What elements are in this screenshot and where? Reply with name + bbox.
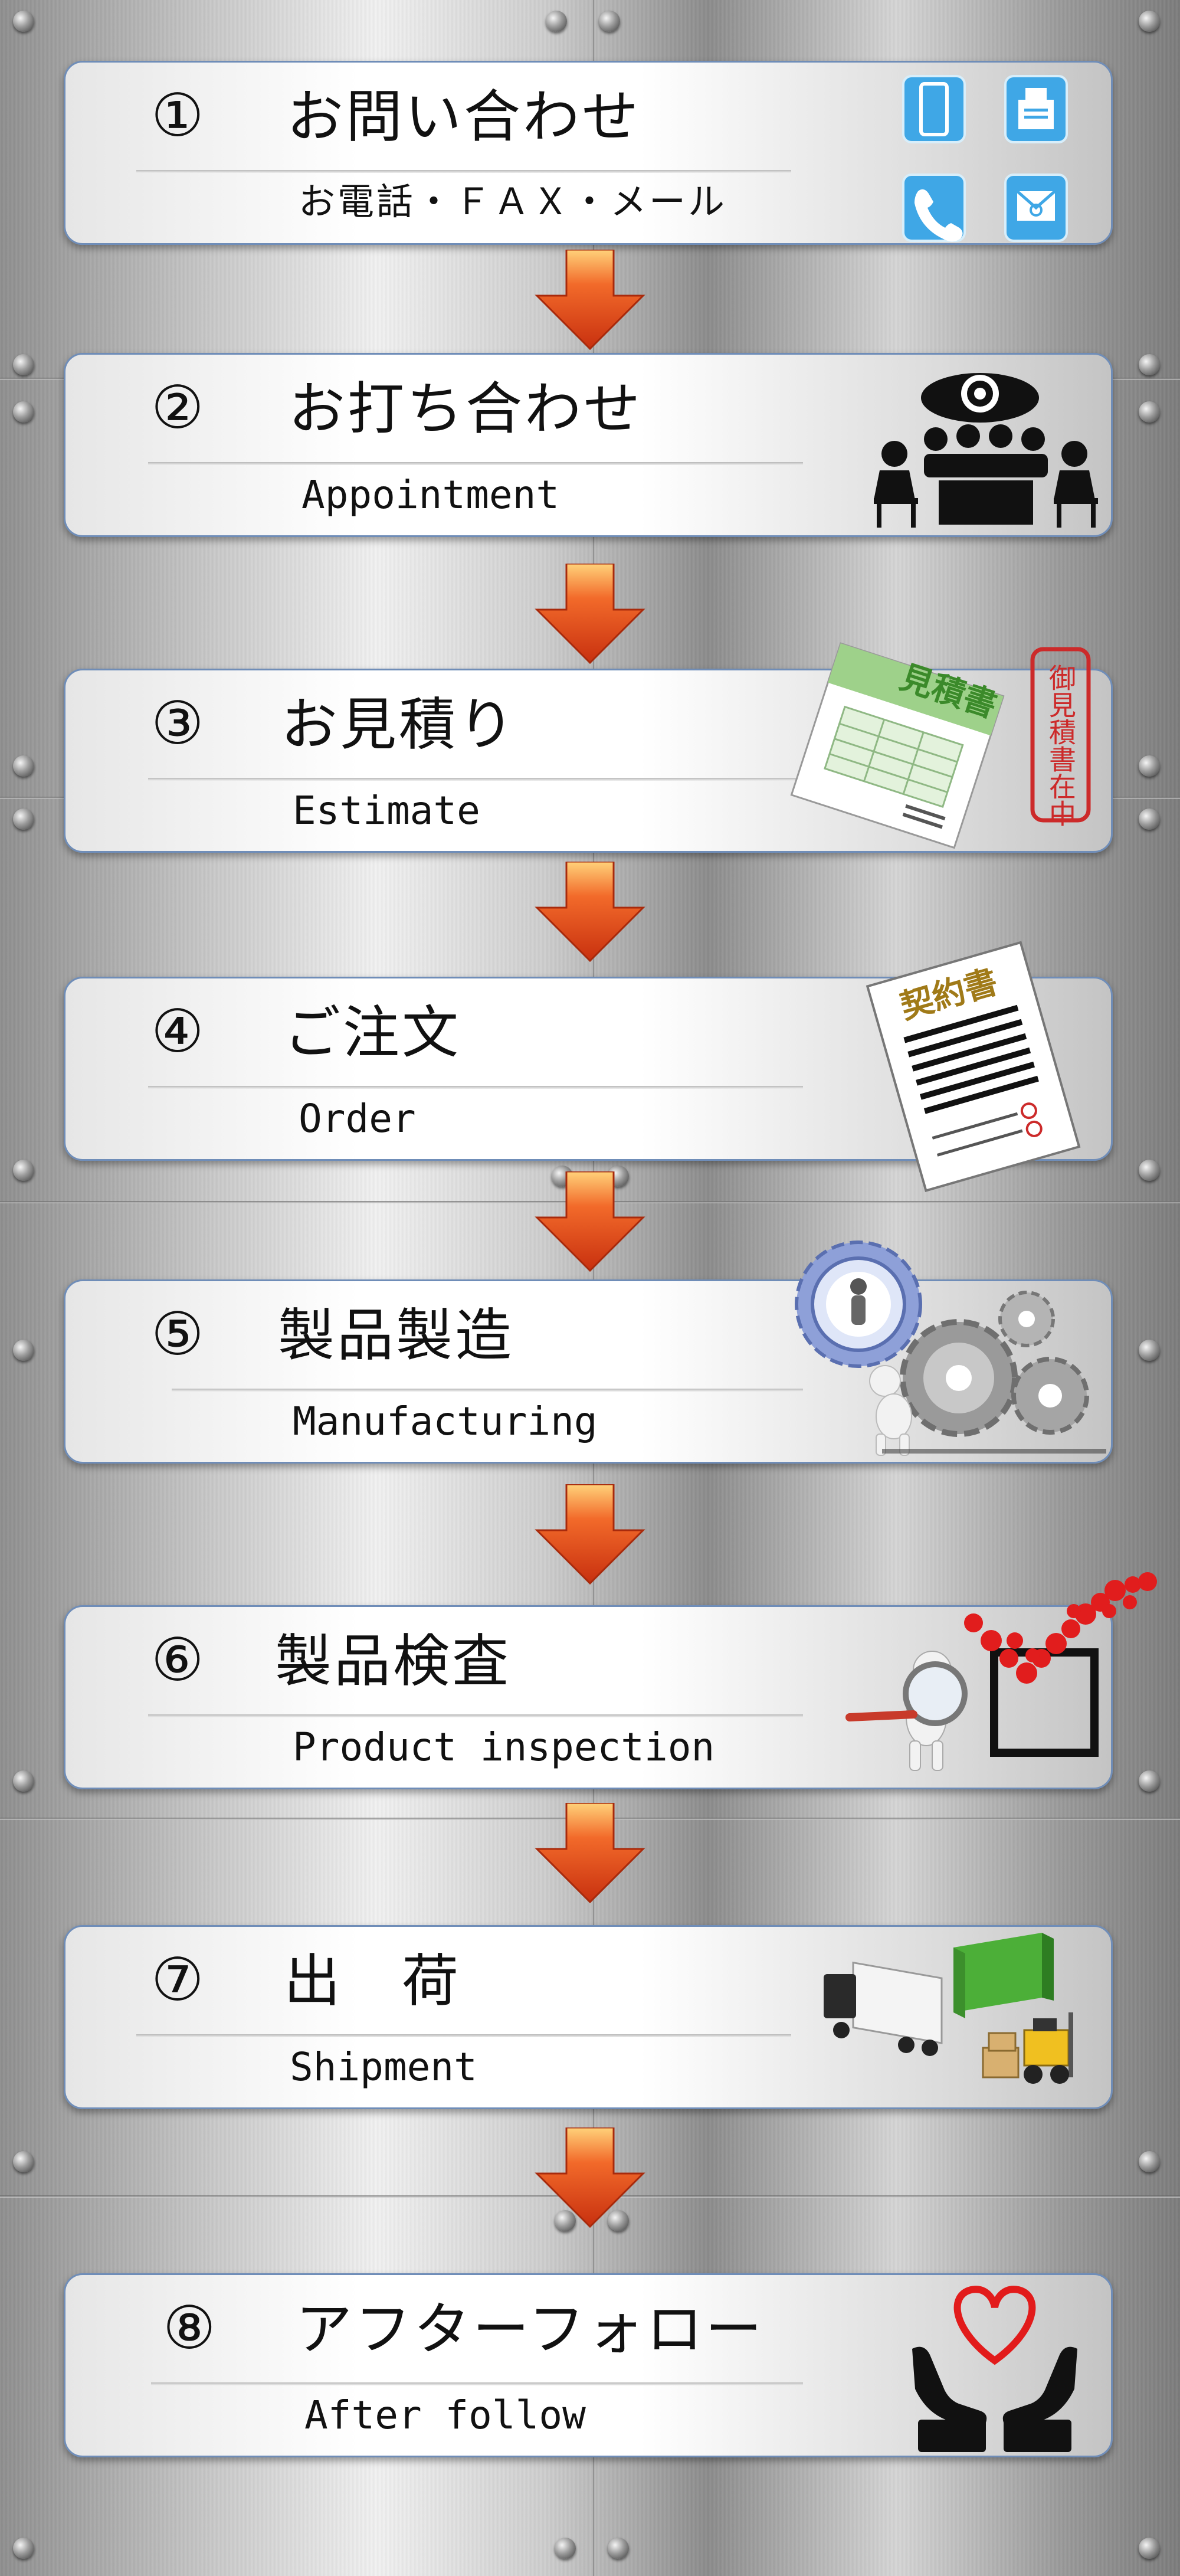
step-number: ⑦ [151, 1945, 204, 2014]
next-step-arrow [535, 564, 645, 664]
step-card-shipment: ⑦ 出 荷 Shipment [64, 1925, 1113, 2109]
step-number: ③ [151, 689, 204, 758]
rivet [546, 11, 567, 32]
step-title: アフターフォロー [296, 2296, 765, 2362]
rivet [13, 755, 34, 777]
rivet [13, 2538, 34, 2559]
step-divider [148, 1714, 803, 1717]
step-number: ④ [151, 997, 204, 1066]
rivet [1139, 401, 1160, 423]
step-subtitle: Manufacturing [293, 1399, 598, 1444]
heart-hands-icon [906, 2284, 1083, 2455]
step-subtitle: Estimate [293, 788, 480, 833]
step-title: お見積り [281, 692, 517, 758]
rivet [599, 11, 620, 32]
rivet [608, 2538, 629, 2559]
step-subtitle: Order [299, 1096, 416, 1141]
step-divider [148, 778, 803, 781]
step-title: 製品製造 [278, 1302, 514, 1369]
rivet [1139, 2151, 1160, 2172]
next-step-arrow [535, 250, 645, 350]
next-step-arrow [535, 1484, 645, 1585]
rivet [1139, 755, 1160, 777]
step-divider [172, 1389, 803, 1392]
estimate-stamp-label: 御見積書在中 [1045, 664, 1077, 827]
step-subtitle: After follow [304, 2392, 586, 2438]
email-icon [1004, 174, 1068, 242]
step-number: ② [151, 373, 204, 442]
smartphone-icon [902, 75, 966, 143]
step-subtitle: Appointment [301, 472, 560, 518]
step-divider [136, 2034, 791, 2037]
next-step-arrow [535, 862, 645, 962]
contract-document-icon: 契約書 [838, 938, 1097, 1198]
next-step-arrow [535, 1803, 645, 1903]
step-title: 出 荷 [284, 1948, 461, 2014]
step-divider [148, 462, 803, 465]
rivet [1139, 11, 1160, 32]
rivet [13, 1340, 34, 1361]
step-number: ⑤ [151, 1300, 204, 1369]
step-title: お打ち合わせ [289, 376, 643, 442]
gray-gears [900, 1291, 1089, 1437]
rivet [13, 401, 34, 423]
rivet [1139, 354, 1160, 375]
rivet [555, 2538, 576, 2559]
step-number: ⑥ [151, 1625, 204, 1694]
step-card-meeting: ② お打ち合わせ Appointment [64, 353, 1113, 537]
contact-icons [900, 73, 1071, 244]
next-step-arrow [535, 2127, 645, 2228]
forklift-icon [982, 2012, 1073, 2084]
blue-gear [795, 1240, 922, 1368]
step-divider [151, 2382, 803, 2385]
rivet [13, 11, 34, 32]
rivet [555, 2210, 576, 2231]
rivet [13, 354, 34, 375]
step-subtitle: お電話・ＦＡＸ・メール [299, 180, 727, 223]
step-card-inquiry: ① お問い合わせ お電話・ＦＡＸ・メール [64, 61, 1113, 245]
step-divider [148, 1086, 803, 1089]
step-card-after-follow: ⑧ アフターフォロー After follow [64, 2273, 1113, 2457]
rivet [13, 2151, 34, 2172]
inspection-icon [838, 1570, 1168, 1794]
step-subtitle: Product inspection [293, 1724, 715, 1770]
step-subtitle: Shipment [290, 2044, 477, 2090]
rivet [1139, 2538, 1160, 2559]
step-title: ご注文 [284, 1000, 461, 1066]
shipping-icon [818, 1930, 1101, 2107]
truck-icon [824, 1961, 943, 2056]
gears-icon [788, 1239, 1106, 1458]
checkmark-gears [964, 1572, 1157, 1684]
step-title: お問い合わせ [287, 84, 641, 150]
phone-icon [902, 174, 966, 242]
next-step-arrow [535, 1171, 645, 1272]
rivet [13, 809, 34, 830]
rivet [1139, 1160, 1160, 1181]
rivet [1139, 1340, 1160, 1361]
rivet [1139, 809, 1160, 830]
fax-icon [1004, 75, 1068, 143]
rivet [608, 2210, 629, 2231]
step-title: 製品検査 [275, 1628, 511, 1694]
meeting-icon [871, 365, 1101, 531]
step-divider [136, 170, 791, 173]
rivet [13, 1160, 34, 1181]
rivet [13, 1770, 34, 1792]
step-number: ⑧ [163, 2293, 216, 2362]
estimate-document-icon: 見積書 御見積書在中 [779, 640, 1109, 853]
rivet [1139, 1770, 1160, 1792]
step-number: ① [151, 81, 204, 150]
container-icon [953, 1933, 1054, 2018]
